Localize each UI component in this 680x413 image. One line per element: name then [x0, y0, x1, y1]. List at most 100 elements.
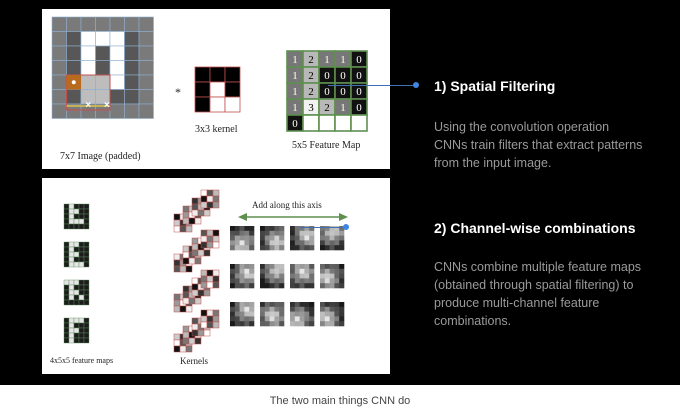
axis-label: Add along this axis [252, 200, 322, 210]
output-pixel [339, 235, 345, 241]
image-cell [124, 89, 140, 105]
feature-map-pixel [73, 299, 80, 306]
output-pixel [244, 264, 250, 270]
feature-map-pixel [73, 208, 80, 215]
output-pixel [334, 283, 340, 289]
feature-map-pixel [63, 337, 70, 344]
output-pixel [334, 235, 340, 241]
output-pixel [244, 302, 250, 308]
output-pixel [339, 321, 345, 327]
image-cell [95, 31, 111, 47]
output-pixel [329, 316, 335, 322]
output-pixel [239, 321, 245, 327]
feature-map-pixel [68, 213, 75, 220]
output-pixel [264, 302, 270, 308]
kernel-pixel [179, 265, 187, 273]
output-pixel [290, 278, 296, 284]
output-pixel [239, 245, 245, 251]
output-pixel [304, 273, 310, 279]
connector-line-2 [300, 227, 348, 228]
channel-combination-description: CNNs combine multiple feature maps (obta… [434, 260, 642, 328]
kernel-cell [194, 81, 211, 98]
kernel-pixel [194, 217, 202, 225]
output-pixel [269, 268, 275, 274]
output-pixel [334, 316, 340, 322]
output-pixel [309, 306, 315, 312]
output-pixel [334, 302, 340, 308]
kernel-pixel [194, 337, 202, 345]
feature-map-pixel [73, 294, 80, 301]
output-pixel [324, 268, 330, 274]
image-cell [138, 16, 154, 32]
output-pixel [269, 283, 275, 289]
feature-map-pixel [73, 261, 80, 268]
kernel-pixel [200, 269, 208, 277]
output-pixel [304, 316, 310, 322]
output-pixel [329, 273, 335, 279]
output-pixel [309, 311, 315, 317]
kernel-pixel [191, 249, 199, 257]
output-pixel [299, 302, 305, 308]
image-cell [124, 16, 140, 32]
output-pixel [329, 264, 335, 270]
kernel-pixel [179, 345, 187, 353]
receptive-field-outline [66, 74, 111, 111]
kernel-pixel [188, 297, 196, 305]
image-cell [66, 45, 82, 61]
kernel-pixel [182, 337, 190, 345]
feature-map-pixel [78, 299, 85, 306]
output-pixel [309, 245, 315, 251]
output-pixel [230, 235, 236, 241]
feature-map-value: 1 [324, 54, 330, 66]
output-pixel [260, 278, 266, 284]
feature-map-pixel [63, 332, 70, 339]
output-pixel [339, 302, 345, 308]
output-pixel [269, 278, 275, 284]
output-pixel [299, 311, 305, 317]
output-pixel [249, 283, 255, 289]
output-pixel [304, 235, 310, 241]
feature-map-pixel [78, 223, 85, 230]
output-pixel [234, 264, 240, 270]
output-pixel [329, 230, 335, 236]
kernel-pixel [206, 235, 214, 243]
output-pixel [260, 316, 266, 322]
image-cell [124, 60, 140, 76]
output-pixel [304, 226, 310, 232]
kernel-pixel [182, 211, 190, 219]
kernel-pixel [200, 321, 208, 329]
feature-map-pixel [78, 246, 85, 253]
output-pixel [274, 240, 280, 246]
output-pixel [264, 306, 270, 312]
kernel-pixel [203, 289, 211, 297]
output-pixel [299, 245, 305, 251]
output-pixel [294, 283, 300, 289]
output-pixel [269, 264, 275, 270]
feature-map-pixel [78, 332, 85, 339]
feature-map-pixel [63, 327, 70, 334]
output-pixel [244, 240, 250, 246]
output-pixel [274, 311, 280, 317]
output-pixel [309, 268, 315, 274]
output-pixel [339, 311, 345, 317]
output-pixel [249, 235, 255, 241]
image-cell [124, 74, 140, 90]
channel-combination-heading: 2) Channel-wise combinations [434, 220, 636, 236]
feature-map-pixel [83, 279, 90, 286]
image-cell [51, 74, 67, 90]
feature-map-pixel [73, 279, 80, 286]
feature-map-pixel [83, 337, 90, 344]
output-pixel [239, 302, 245, 308]
kernel-pixel [182, 325, 190, 333]
kernel-pixel [194, 257, 202, 265]
output-pixel [234, 245, 240, 251]
output-pixel [244, 321, 250, 327]
feature-map-pixel [63, 213, 70, 220]
output-pixel [299, 273, 305, 279]
feature-map-pixel [63, 299, 70, 306]
image-cell [138, 103, 154, 119]
output-pixel [264, 273, 270, 279]
output-pixel [334, 273, 340, 279]
output-pixel [269, 321, 275, 327]
multiply-mark: × [85, 100, 91, 111]
